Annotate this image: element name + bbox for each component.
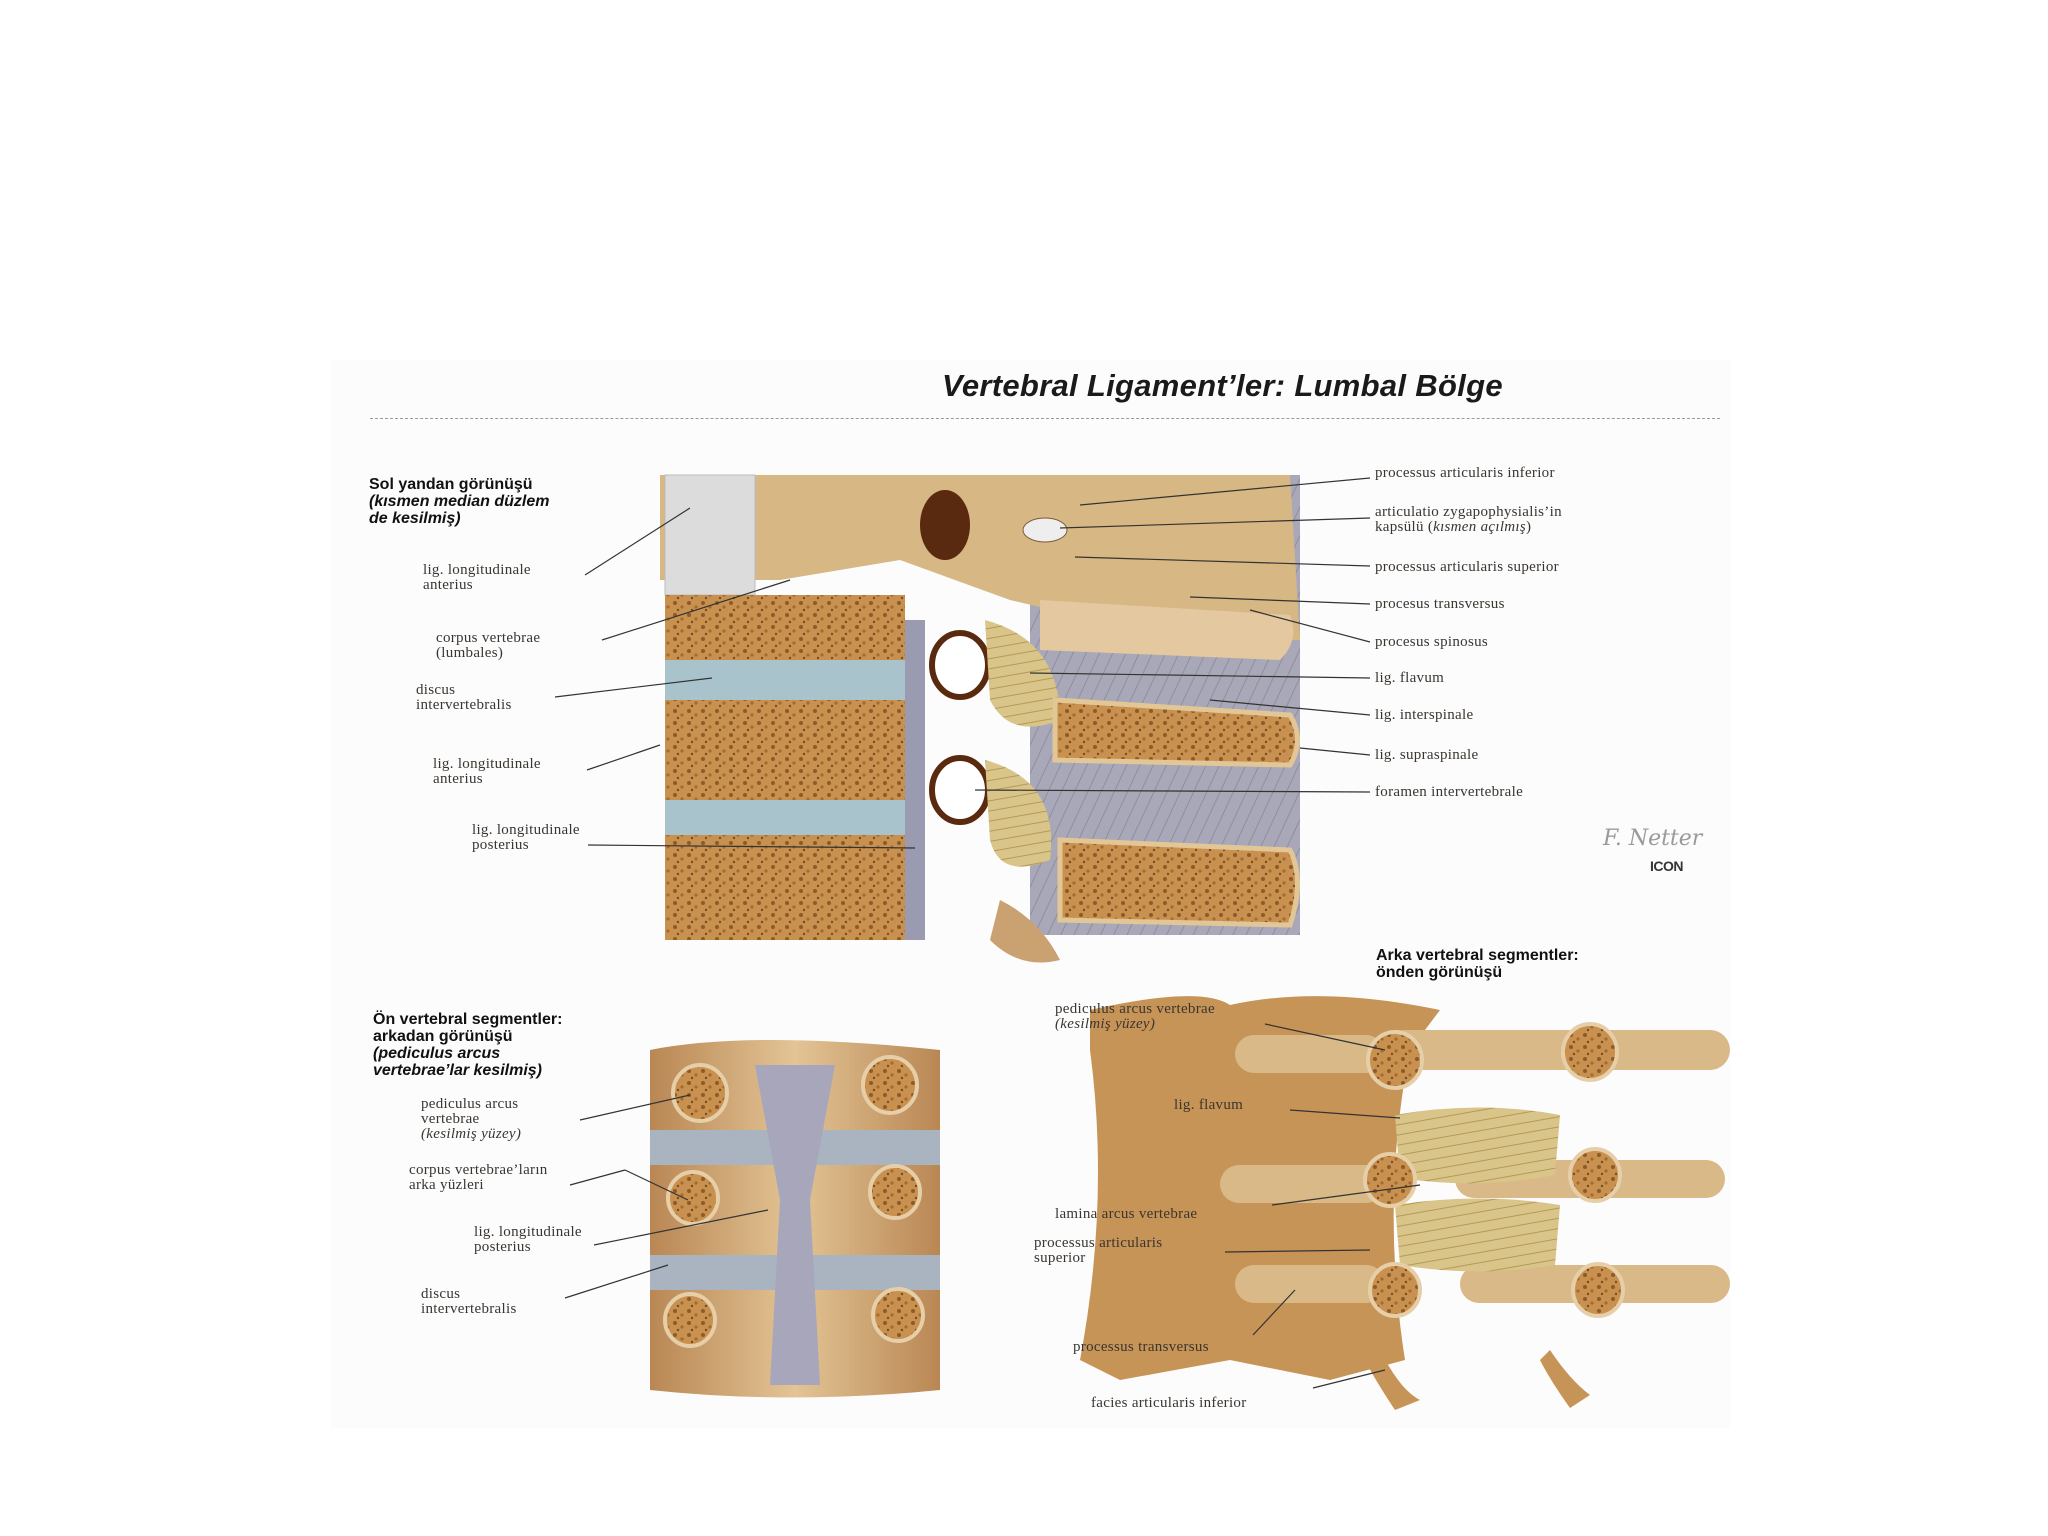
title-divider xyxy=(370,418,1720,419)
lateral-view-figure xyxy=(660,474,1300,963)
spinous-process-1 xyxy=(1052,697,1300,768)
post-label-pediculus-note: (kesilmiş yüzey) xyxy=(1055,1016,1156,1032)
label-art-zyg-1: articulatio zygapophysialis’in xyxy=(1375,504,1562,520)
label-lig-supraspinale: lig. supraspinale xyxy=(1375,747,1479,763)
posterior-segments-figure xyxy=(1080,996,1730,1410)
ant-label-discus-b: intervertebralis xyxy=(421,1301,517,1317)
label-proc-art-inf: processus articularis inferior xyxy=(1375,465,1555,481)
label-discus-a: discus xyxy=(416,682,456,698)
post-label-proc-art-sup-a: processus articularis xyxy=(1034,1235,1163,1251)
label-lig-interspinale: lig. interspinale xyxy=(1375,707,1474,723)
label-lig-long-ant-1b: anterius xyxy=(423,577,473,593)
transverse-process-right-1 xyxy=(1385,1030,1730,1070)
transverse-process-left-1 xyxy=(1235,1035,1385,1073)
anterior-heading-line-1: Ön vertebral segmentler: xyxy=(373,1011,563,1028)
facet-joint-capsule xyxy=(1022,517,1068,543)
lateral-heading-line-3: de kesilmiş) xyxy=(369,510,461,527)
label-lig-long-post-b: posterius xyxy=(472,837,529,853)
ant-label-corpus-b: arka yüzleri xyxy=(409,1177,484,1193)
foramen-upper xyxy=(920,490,970,560)
transverse-process-left-3 xyxy=(1235,1265,1385,1303)
anterior-heading-line-4: vertebrae’lar kesilmiş) xyxy=(373,1062,542,1079)
post-label-pediculus: pediculus arcus vertebrae xyxy=(1055,1001,1215,1017)
post-label-facies: facies articularis inferior xyxy=(1091,1395,1247,1411)
posterior-ligament-strip xyxy=(905,620,925,940)
label-lig-long-ant-1a: lig. longitudinale xyxy=(423,562,531,578)
label-discus-b: intervertebralis xyxy=(416,697,512,713)
label-proc-trans: procesus transversus xyxy=(1375,596,1505,612)
vertebral-body-3 xyxy=(665,835,905,940)
posterior-heading-line-2: önden görünüşü xyxy=(1376,964,1503,981)
label-lig-long-ant-2b: anterius xyxy=(433,771,483,787)
post-label-proc-trans: processus transversus xyxy=(1073,1339,1209,1355)
ant-label-lig-long-post-a: lig. longitudinale xyxy=(474,1224,582,1240)
anterior-leader-lines xyxy=(564,1094,769,1299)
post-label-lamina: lamina arcus vertebrae xyxy=(1055,1206,1198,1222)
spinous-process-2 xyxy=(1057,837,1300,928)
label-lig-long-ant-2a: lig. longitudinale xyxy=(433,756,541,772)
post-label-proc-art-sup-b: superior xyxy=(1034,1250,1086,1266)
ant-label-lig-long-post-b: posterius xyxy=(474,1239,531,1255)
ant-label-discus-a: discus xyxy=(421,1286,461,1302)
posterior-heading-line-1: Arka vertebral segmentler: xyxy=(1376,947,1579,964)
vertebral-body-2 xyxy=(665,700,905,800)
label-lig-flavum: lig. flavum xyxy=(1375,670,1445,686)
lateral-heading-line-2: (kısmen median düzlem xyxy=(369,493,550,510)
ligamentum-flavum-1 xyxy=(985,620,1060,727)
label-proc-spin: procesus spinosus xyxy=(1375,634,1489,650)
anterior-segments-figure xyxy=(650,1040,940,1398)
transverse-process xyxy=(1040,600,1294,660)
label-corpus-b: (lumbales) xyxy=(436,645,504,661)
anterior-heading-line-3: (pediculus arcus xyxy=(373,1045,501,1062)
upper-vertebral-arch xyxy=(660,475,1300,640)
ligamentum-flavum-2 xyxy=(985,760,1052,867)
ligamentum-flavum-upper xyxy=(1395,1107,1560,1184)
posterior-longitudinal-ligament xyxy=(755,1065,835,1385)
posterior-leader-lines xyxy=(1224,1023,1421,1389)
intervertebral-disc-1 xyxy=(665,660,905,700)
publisher-logo: ICON xyxy=(1650,858,1684,874)
intervertebral-disc-2 xyxy=(665,800,905,835)
anterior-heading-line-2: arkadan görünüşü xyxy=(373,1028,513,1045)
post-label-lig-flavum: lig. flavum xyxy=(1174,1097,1244,1113)
vertebral-body-1 xyxy=(665,595,905,660)
label-corpus-a: corpus vertebrae xyxy=(436,630,541,646)
ligamentum-flavum-lower xyxy=(1395,1198,1560,1272)
ant-label-corpus-a: corpus vertebrae’ların xyxy=(409,1162,548,1178)
lateral-heading-line-1: Sol yandan görünüşü xyxy=(369,476,533,493)
page-title: Vertebral Ligament’ler: Lumbal Bölge xyxy=(942,368,1503,403)
label-proc-art-sup: processus articularis superior xyxy=(1375,559,1559,575)
intervertebral-foramen-1 xyxy=(929,630,991,700)
label-art-zyg-2: kapsülü (kısmen açılmış) xyxy=(1375,519,1532,535)
ant-label-pediculus-b: vertebrae xyxy=(421,1111,480,1127)
label-lig-long-post-a: lig. longitudinale xyxy=(472,822,580,838)
inferior-articular-process xyxy=(990,900,1060,963)
lateral-leader-lines xyxy=(554,477,1371,849)
ant-label-pediculus-note: (kesilmiş yüzey) xyxy=(421,1126,522,1142)
transverse-process-left-2 xyxy=(1220,1165,1385,1203)
anterior-ligament-top xyxy=(664,474,756,596)
label-foramen: foramen intervertebrale xyxy=(1375,784,1524,800)
ant-label-pediculus-a: pediculus arcus xyxy=(421,1096,519,1112)
artist-signature: F. Netter xyxy=(1603,826,1703,851)
